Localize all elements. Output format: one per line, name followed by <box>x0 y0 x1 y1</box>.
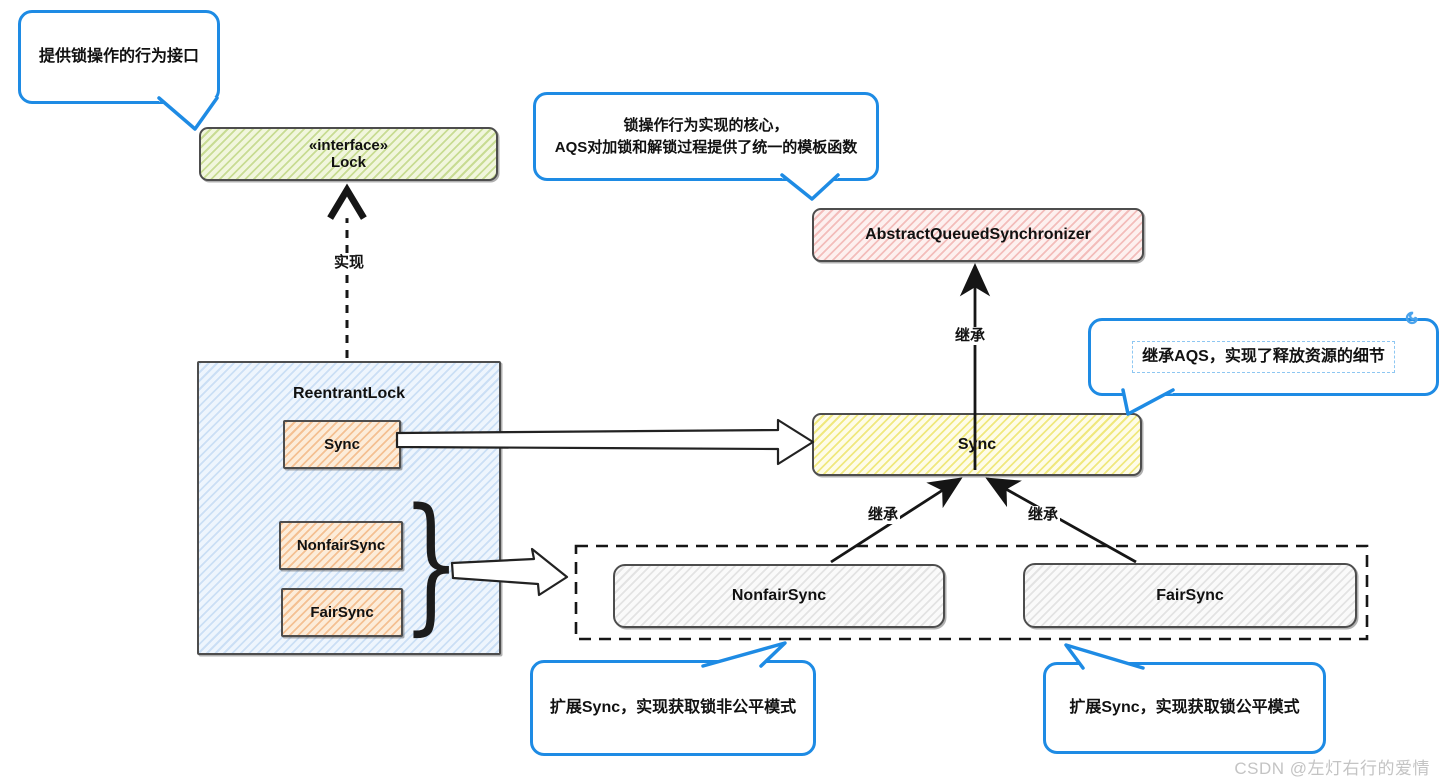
callout-aqs-line1: 锁操作行为实现的核心， <box>623 116 789 134</box>
member-sync[interactable]: Sync <box>283 420 401 469</box>
callout-fair-text: 扩展Sync，实现获取锁公平模式 <box>1069 699 1300 717</box>
curl-decoration-icon[interactable] <box>1402 309 1422 327</box>
watermark: CSDN @左灯右行的爱情 <box>1234 759 1430 778</box>
callout-lock-text: 提供锁操作的行为接口 <box>38 48 199 66</box>
member-fairsync[interactable]: FairSync <box>281 588 403 637</box>
nonfairsync-label: NonfairSync <box>731 587 827 604</box>
callout-sync-release-text: 继承AQS，实现了释放资源的细节 <box>1132 341 1395 373</box>
callout-fair-mode[interactable]: 扩展Sync，实现获取锁公平模式 <box>1043 643 1326 754</box>
node-nonfairsync[interactable]: NonfairSync <box>613 564 945 628</box>
callout-lock-interface[interactable]: 提供锁操作的行为接口 <box>18 10 220 131</box>
edge-inherit-fair[interactable] <box>985 477 1137 564</box>
member-sync-label: Sync <box>324 436 360 453</box>
callout-aqs-core[interactable]: 锁操作行为实现的核心， AQS对加锁和解锁过程提供了统一的模板函数 <box>533 92 879 201</box>
node-reentrantlock[interactable]: ReentrantLock Sync NonfairSync FairSync <box>197 361 501 655</box>
edge-label-inherit-aqs: 继承 <box>953 327 988 345</box>
edge-label-inherit-fair: 继承 <box>1026 506 1061 524</box>
node-lock-interface[interactable]: «interface» Lock <box>199 127 498 181</box>
fairsync-label: FairSync <box>1156 586 1224 604</box>
callout-nonfair-text: 扩展Sync，实现获取锁非公平模式 <box>549 699 797 717</box>
callout-sync-release[interactable]: 继承AQS，实现了释放资源的细节 <box>1088 311 1439 416</box>
edge-label-inherit-nonfair: 继承 <box>866 506 901 524</box>
member-nonfairsync[interactable]: NonfairSync <box>279 521 403 570</box>
reentrantlock-name: ReentrantLock <box>292 385 406 402</box>
node-aqs[interactable]: AbstractQueuedSynchronizer <box>812 208 1144 262</box>
member-fairsync-label: FairSync <box>310 604 374 621</box>
callout-nonfair-mode[interactable]: 扩展Sync，实现获取锁非公平模式 <box>530 641 816 756</box>
node-sync[interactable]: Sync <box>812 413 1142 476</box>
lock-stereotype: «interface» <box>308 137 389 154</box>
lock-name: Lock <box>330 154 366 171</box>
node-fairsync[interactable]: FairSync <box>1023 563 1357 628</box>
edge-label-realize: 实现 <box>332 254 367 272</box>
member-nonfairsync-label: NonfairSync <box>296 537 386 554</box>
sync-name: Sync <box>957 435 997 453</box>
callout-aqs-line2: AQS对加锁和解锁过程提供了统一的模板函数 <box>554 138 858 156</box>
curly-brace-decoration: } <box>402 477 461 649</box>
aqs-name: AbstractQueuedSynchronizer <box>865 226 1091 243</box>
